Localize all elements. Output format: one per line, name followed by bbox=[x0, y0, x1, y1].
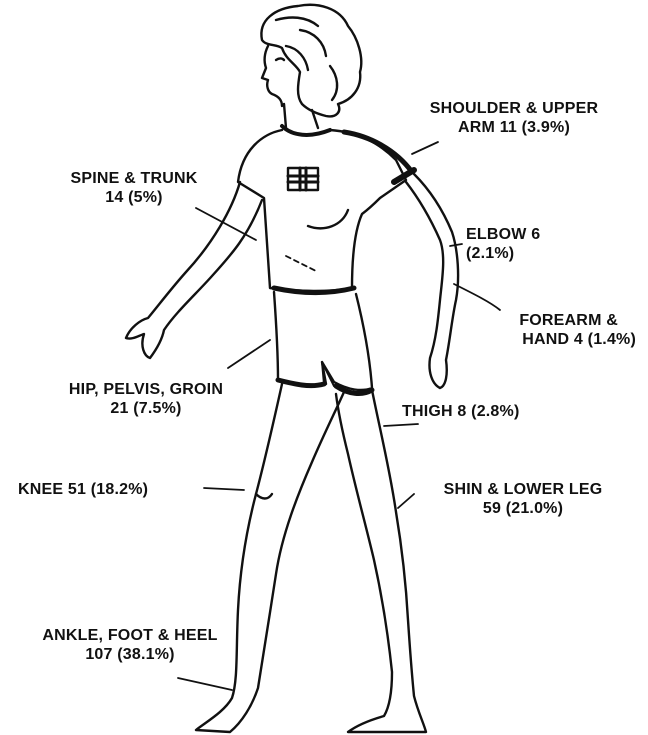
label-hip-line1: HIP, PELVIS, GROIN bbox=[28, 380, 264, 399]
waistband bbox=[274, 288, 354, 293]
label-elbow: ELBOW 6 (2.1%) bbox=[466, 225, 586, 263]
label-shoulder-upper-arm: SHOULDER & UPPER ARM 11 (3.9%) bbox=[398, 99, 630, 137]
leader-ankle bbox=[178, 678, 232, 690]
right-leg bbox=[336, 390, 426, 732]
label-forearm-hand: FOREARM & HAND 4 (1.4%) bbox=[440, 311, 636, 349]
label-shin-line2: 59 (21.0%) bbox=[410, 499, 636, 518]
label-thigh-line1: THIGH 8 (2.8%) bbox=[402, 402, 582, 421]
label-ankle-foot-heel: ANKLE, FOOT & HEEL 107 (38.1%) bbox=[14, 626, 246, 664]
leader-elbow bbox=[450, 244, 462, 246]
leader-shoulder bbox=[412, 142, 438, 154]
leader-knee bbox=[204, 488, 244, 490]
label-elbow-line2: (2.1%) bbox=[466, 244, 586, 263]
shirt bbox=[238, 130, 406, 291]
label-shin-line1: SHIN & LOWER LEG bbox=[410, 480, 636, 499]
label-spine-line1: SPINE & TRUNK bbox=[42, 169, 226, 188]
label-elbow-line1: ELBOW 6 bbox=[466, 225, 586, 244]
left-arm bbox=[126, 182, 262, 358]
label-spine-line2: 14 (5%) bbox=[42, 188, 226, 207]
label-knee-line1: KNEE 51 (18.2%) bbox=[18, 480, 208, 499]
leader-thigh bbox=[384, 424, 418, 426]
label-shin-lower-leg: SHIN & LOWER LEG 59 (21.0%) bbox=[410, 480, 636, 518]
label-hip-line2: 21 (7.5%) bbox=[28, 399, 264, 418]
label-hip-pelvis-groin: HIP, PELVIS, GROIN 21 (7.5%) bbox=[28, 380, 264, 418]
label-shoulder-line1: SHOULDER & UPPER bbox=[398, 99, 630, 118]
label-knee: KNEE 51 (18.2%) bbox=[18, 480, 208, 499]
leader-forearm bbox=[454, 284, 500, 310]
left-leg bbox=[196, 384, 344, 732]
label-ankle-line1: ANKLE, FOOT & HEEL bbox=[14, 626, 246, 645]
leader-hip bbox=[228, 340, 270, 368]
neck bbox=[284, 104, 318, 128]
label-forearm-line2: HAND 4 (1.4%) bbox=[440, 330, 636, 349]
shirt-collar bbox=[282, 126, 330, 135]
right-arm bbox=[406, 174, 458, 388]
label-forearm-line1: FOREARM & bbox=[440, 311, 618, 330]
face bbox=[262, 46, 282, 106]
label-spine-trunk: SPINE & TRUNK 14 (5%) bbox=[42, 169, 226, 207]
leader-spine bbox=[196, 208, 256, 240]
label-thigh: THIGH 8 (2.8%) bbox=[402, 402, 582, 421]
label-shoulder-line2: ARM 11 (3.9%) bbox=[398, 118, 630, 137]
label-ankle-line2: 107 (38.1%) bbox=[14, 645, 246, 664]
